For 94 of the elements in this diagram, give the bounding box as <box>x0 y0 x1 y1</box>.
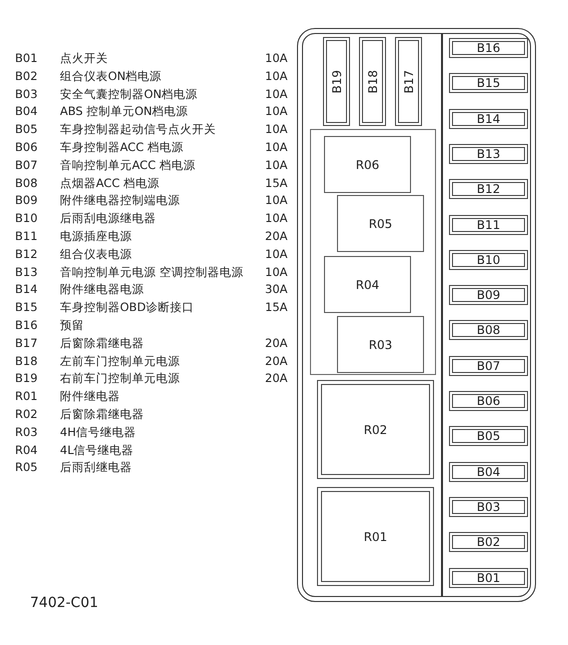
fuse-code: R02 <box>15 407 38 421</box>
fuse-rating: 20A <box>265 354 288 368</box>
fuse-box-outline <box>297 28 536 602</box>
circuit-name: 后窗除霜继电器 <box>60 336 144 350</box>
fuse: B09 <box>449 285 528 306</box>
fuse-code: B04 <box>15 104 38 118</box>
fuse-code: B17 <box>15 336 38 350</box>
fuse-code: B07 <box>15 158 38 172</box>
fuse-rating: 20A <box>265 229 288 243</box>
relay: R05 <box>337 195 424 252</box>
fuse-code: B01 <box>15 51 38 65</box>
circuit-name: 点火开关 <box>60 51 108 65</box>
circuit-name: 电源插座电源 <box>60 229 132 243</box>
relay: R04 <box>324 256 411 313</box>
fuse-code: R01 <box>15 389 38 404</box>
circuit-name: 后雨刮继电器 <box>60 460 132 474</box>
fuse: B05 <box>449 426 528 446</box>
fuse-rating: 10A <box>265 158 288 172</box>
relay: R01 <box>317 487 434 586</box>
fuse-code: B19 <box>15 371 38 386</box>
fuse-rating: 10A <box>265 86 288 101</box>
fuse-code: B02 <box>15 68 38 83</box>
fuse-rating: 10A <box>265 51 288 65</box>
fuse: B08 <box>449 320 528 340</box>
relay: R02 <box>317 380 434 479</box>
fuse: B03 <box>449 496 528 517</box>
fuse-rating: 15A <box>265 176 288 190</box>
circuit-name: 车身控制器OBD诊断接口 <box>60 300 194 314</box>
fuse: B11 <box>449 214 528 234</box>
fuse-rating: 15A <box>265 300 288 314</box>
fuse: B18 <box>359 37 386 126</box>
fuse: B19 <box>323 37 350 126</box>
circuit-name: 后雨刮电源继电器 <box>60 211 156 226</box>
fuse-code: B14 <box>15 282 38 296</box>
circuit-name: 4L信号继电器 <box>60 442 134 457</box>
circuit-name: 附件继电器控制端电源 <box>60 193 180 208</box>
fuse-rating: 20A <box>265 336 288 350</box>
fuse: B14 <box>449 108 528 129</box>
fuse-rating: 10A <box>265 246 288 261</box>
circuit-name: 安全气囊控制器ON档电源 <box>60 86 198 101</box>
circuit-name: 右前车门控制单元电源 <box>60 371 180 386</box>
fuse-code: R04 <box>15 442 38 457</box>
fuse-code: B05 <box>15 122 38 136</box>
fuse-code: B13 <box>15 264 38 279</box>
fuse-rating: 10A <box>265 68 288 83</box>
fuse-code: B10 <box>15 211 38 226</box>
circuit-name: 后窗除霜继电器 <box>60 407 144 421</box>
fuse-code: R03 <box>15 424 38 439</box>
relay: R03 <box>337 316 424 373</box>
fuse: B02 <box>449 532 528 552</box>
fuse-code: B15 <box>15 300 38 314</box>
fuse-code: B11 <box>15 229 38 243</box>
circuit-name: ABS 控制单元ON档电源 <box>60 104 188 118</box>
fuse-code: B08 <box>15 176 38 190</box>
fuse-rating: 10A <box>265 264 288 279</box>
circuit-name: 附件继电器电源 <box>60 282 144 296</box>
fuse-code: R05 <box>15 460 38 474</box>
fuse-rating: 10A <box>265 122 288 136</box>
fuse-code: B09 <box>15 193 38 208</box>
fuse-code: B12 <box>15 246 38 261</box>
fuse-rating: 30A <box>265 282 288 296</box>
fuse-rating: 10A <box>265 211 288 226</box>
fuse-code: B16 <box>15 318 38 332</box>
fuse-rating: 10A <box>265 193 288 208</box>
fuse-code: B03 <box>15 86 38 101</box>
fuse-rating: 10A <box>265 140 288 154</box>
fuse: B04 <box>449 462 528 482</box>
fuse: B10 <box>449 250 528 270</box>
fuse: B15 <box>449 73 528 94</box>
circuit-name: 音响控制单元电源 空调控制器电源 <box>60 264 244 279</box>
fuse-rating: 20A <box>265 371 288 386</box>
fuse-code: B18 <box>15 354 38 368</box>
circuit-name: 组合仪表ON档电源 <box>60 68 162 83</box>
relay-panel <box>310 129 436 375</box>
caption: 7402-C01 <box>30 596 98 610</box>
fuse-rating: 10A <box>265 104 288 118</box>
circuit-name: 车身控制器ACC 档电源 <box>60 140 184 154</box>
circuit-name: 左前车门控制单元电源 <box>60 354 180 368</box>
fuse-code: B06 <box>15 140 38 154</box>
fuse: B16 <box>449 38 528 58</box>
circuit-name: 车身控制器起动信号点火开关 <box>60 122 216 136</box>
fuse: B06 <box>449 391 528 411</box>
fuse: B01 <box>449 568 528 588</box>
circuit-name: 预留 <box>60 318 84 332</box>
circuit-name: 附件继电器 <box>60 389 120 404</box>
fuse: B17 <box>395 37 422 126</box>
circuit-name: 音响控制单元ACC 档电源 <box>60 158 196 172</box>
relay: R06 <box>324 136 411 193</box>
fuse: B12 <box>449 179 528 200</box>
circuit-name: 组合仪表电源 <box>60 246 132 261</box>
circuit-name: 4H信号继电器 <box>60 424 136 439</box>
circuit-name: 点烟器ACC 档电源 <box>60 176 160 190</box>
fuse: B13 <box>449 144 528 164</box>
fuse: B07 <box>449 356 528 376</box>
